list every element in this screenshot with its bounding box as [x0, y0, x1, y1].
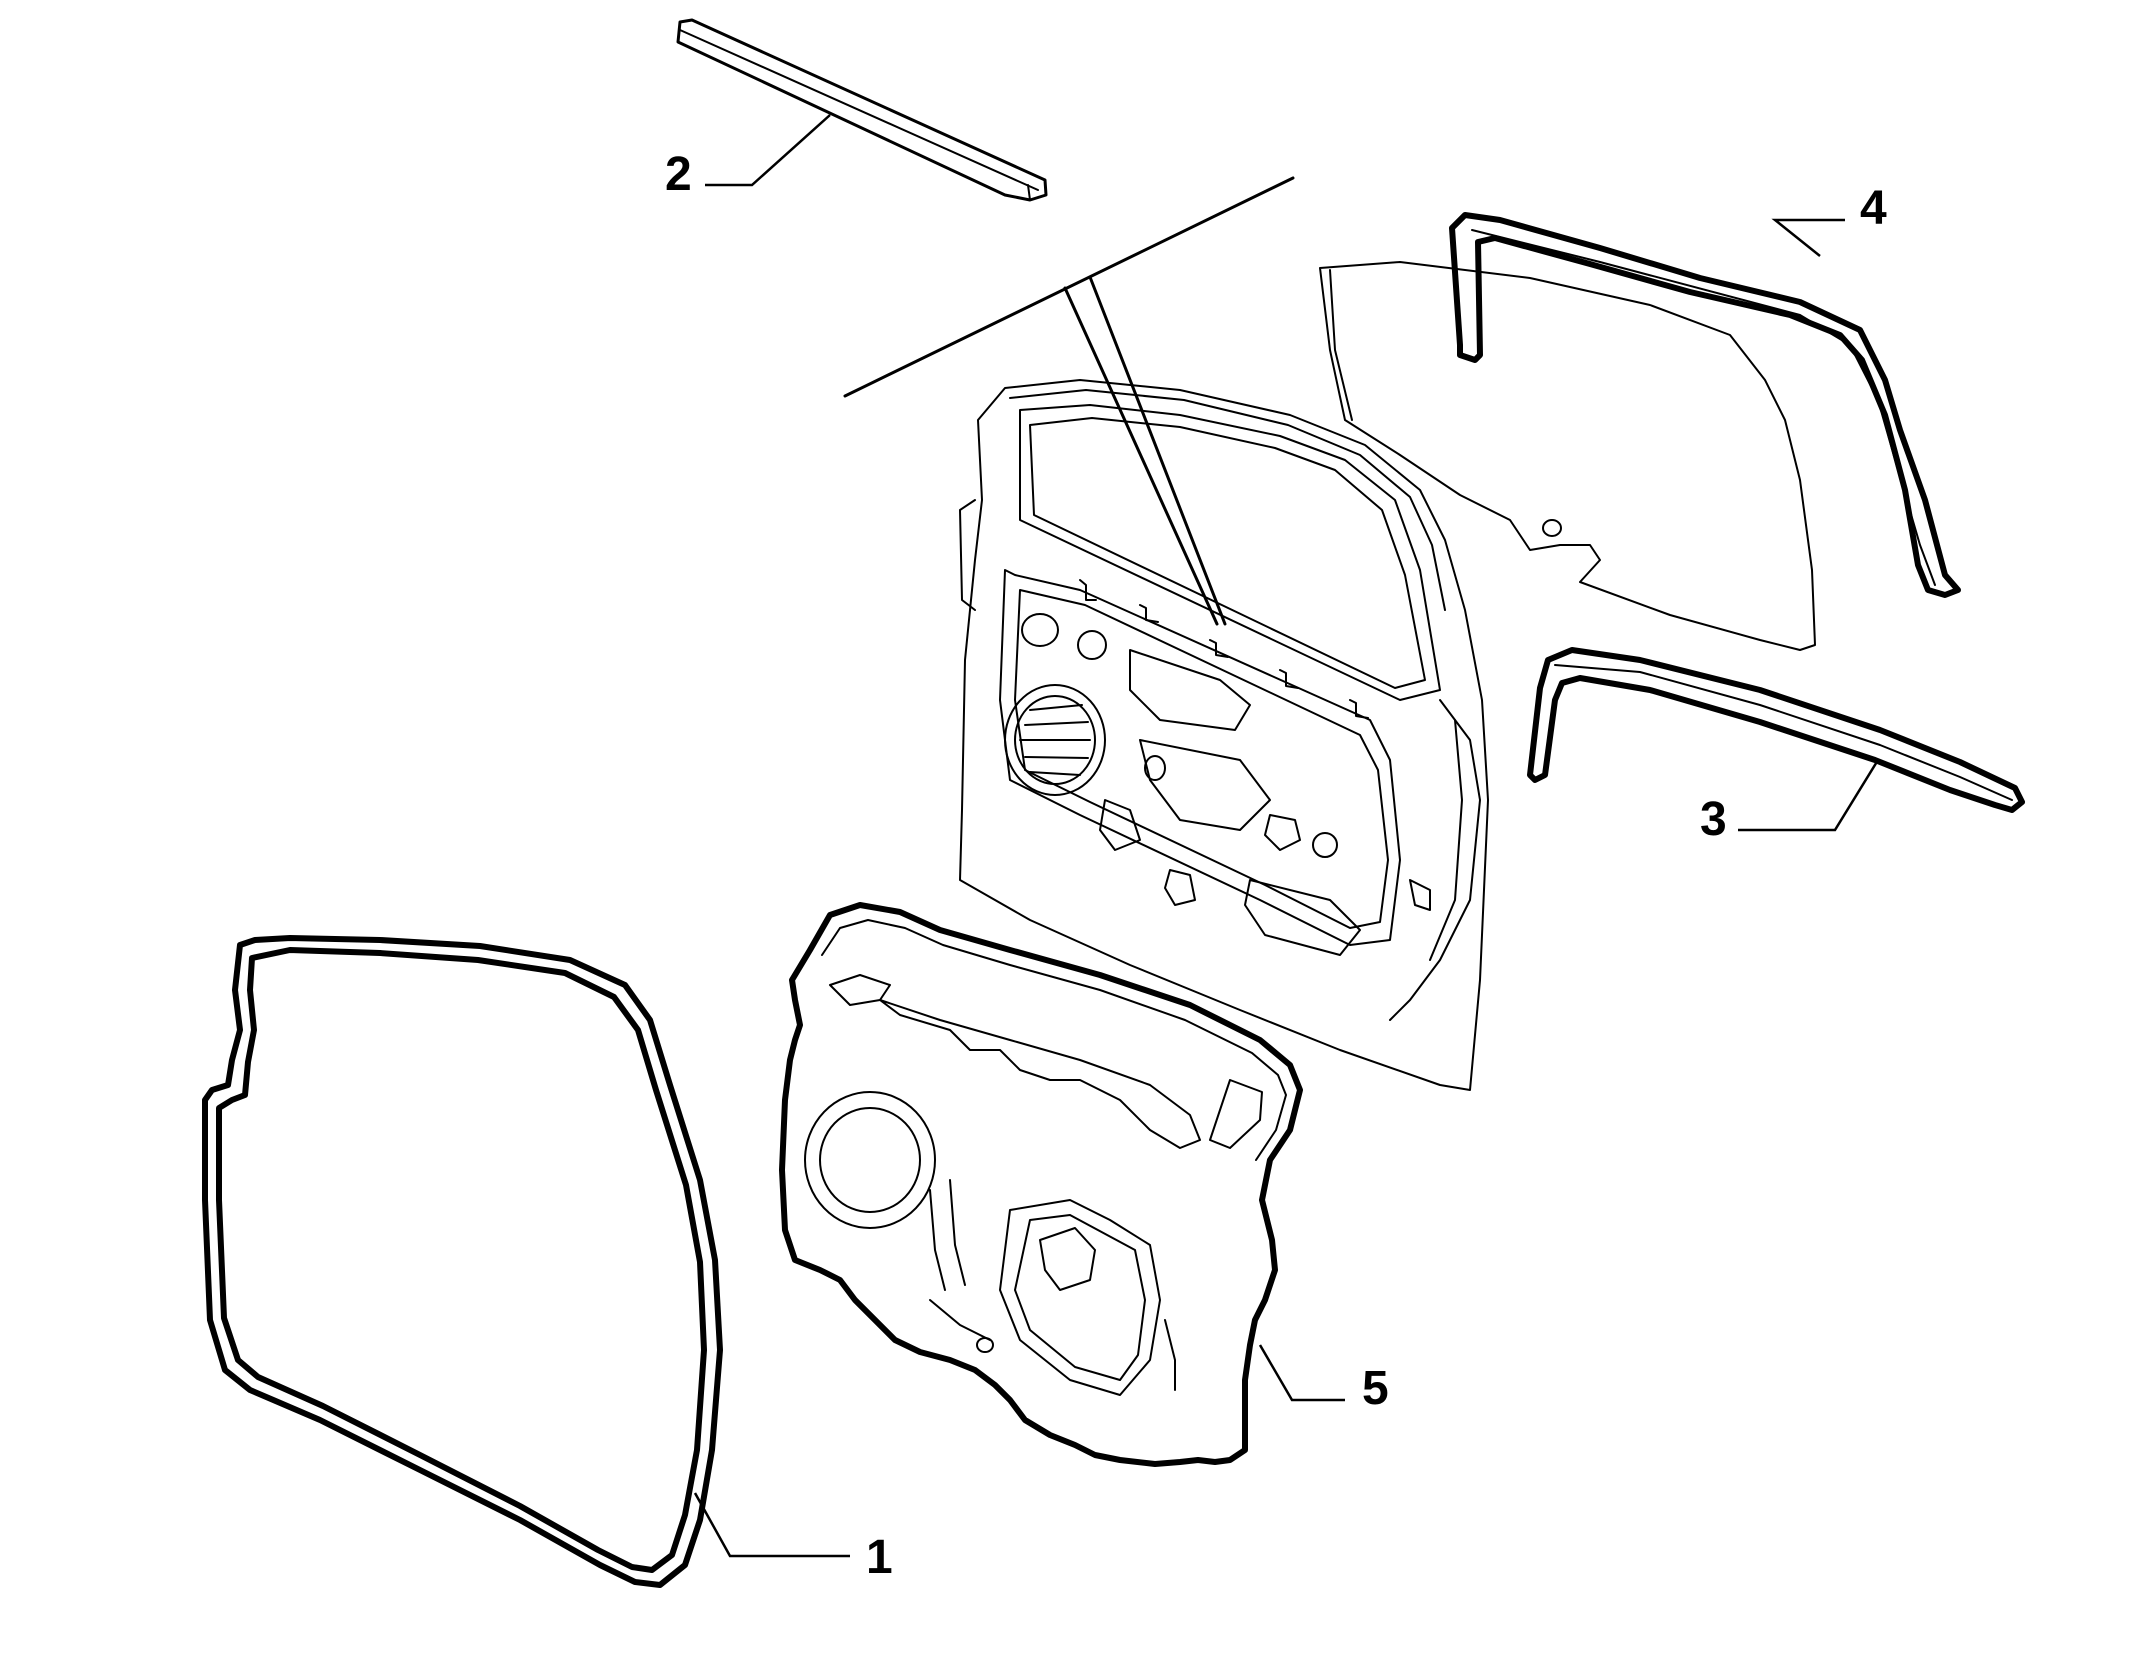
- door-shell: [959, 379, 1489, 1091]
- callout-2: 2: [665, 114, 831, 201]
- window-glass: [1319, 261, 1816, 651]
- part-5-inner-door-panel: [779, 902, 1303, 1467]
- callout-1: 1: [693, 1492, 893, 1584]
- callout-4-label: 4: [1860, 182, 1887, 235]
- callout-2-label: 2: [665, 148, 692, 201]
- callout-4: 4: [1771, 182, 1887, 257]
- callout-1-label: 1: [866, 1531, 893, 1584]
- callout-3: 3: [1700, 759, 1880, 846]
- callout-3-label: 3: [1700, 793, 1727, 846]
- part-4-window-channel-seal: [1449, 212, 1961, 598]
- part-1-door-seal: [202, 935, 723, 1588]
- part-3-lower-window-seal: [1527, 647, 2025, 813]
- callout-5-label: 5: [1362, 1362, 1389, 1415]
- part-2-belt-strip: [676, 18, 1048, 202]
- callout-5: 5: [1258, 1344, 1389, 1415]
- reference-lines: [843, 176, 1295, 626]
